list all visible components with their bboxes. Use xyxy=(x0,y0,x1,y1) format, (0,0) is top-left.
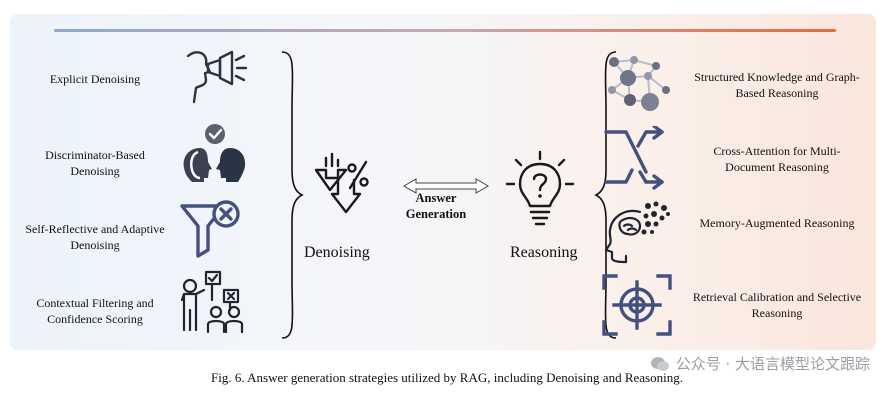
right-item-retrieval-calibration: Retrieval Calibration and Selective Reas… xyxy=(600,272,862,338)
denoising-arrow-percent-icon xyxy=(314,152,369,214)
right-item-cross-attention: Cross-Attention for Multi-Document Reaso… xyxy=(600,126,860,192)
left-item-label: Contextual Filtering and Confidence Scor… xyxy=(36,296,154,326)
answer-label-line1: Answer xyxy=(415,191,457,205)
brain-head-icon xyxy=(604,201,670,264)
wechat-icon xyxy=(650,356,669,371)
left-item-label: Discriminator-Based Denoising xyxy=(45,148,145,178)
right-item-memory-augmented: Memory-Augmented Reasoning xyxy=(600,198,860,264)
left-item-self-reflective-denoising: Self-Reflective and Adaptive Denoising xyxy=(20,196,250,262)
reasoning-title: Reasoning xyxy=(510,244,578,261)
right-item-label: Memory-Augmented Reasoning xyxy=(699,216,855,230)
watermark-text: 公众号 · 大语言模型论文跟踪 xyxy=(675,355,870,373)
right-item-label: Retrieval Calibration and Selective Reas… xyxy=(692,290,862,320)
two-heads-check-icon xyxy=(183,124,246,182)
double-headed-arrow-icon xyxy=(403,178,489,194)
right-item-structured-knowledge: Structured Knowledge and Graph-Based Rea… xyxy=(600,52,860,118)
watermark: 公众号 · 大语言模型论文跟踪 xyxy=(645,353,874,374)
lightbulb-question-icon xyxy=(505,150,575,226)
left-item-discriminator-denoising: Discriminator-Based Denoising xyxy=(20,122,250,188)
filter-x-icon xyxy=(180,200,240,258)
right-item-label: Cross-Attention for Multi-Document Reaso… xyxy=(713,144,841,174)
left-item-contextual-filtering: Contextual Filtering and Confidence Scor… xyxy=(20,270,250,336)
megaphone-head-icon xyxy=(186,50,248,104)
left-item-explicit-denoising: Explicit Denoising xyxy=(20,46,250,112)
figure-caption: Fig. 6. Answer generation strategies uti… xyxy=(211,370,683,385)
top-gradient-rule xyxy=(54,29,836,32)
right-item-label: Structured Knowledge and Graph-Based Rea… xyxy=(694,70,860,100)
denoising-title: Denoising xyxy=(304,244,370,261)
left-item-label: Self-Reflective and Adaptive Denoising xyxy=(25,222,165,252)
target-frame-icon xyxy=(602,274,672,336)
cross-arrows-icon xyxy=(604,126,664,190)
answer-label-line2: Generation xyxy=(405,207,467,221)
presenter-checklist-icon xyxy=(180,270,244,334)
right-curly-brace xyxy=(594,51,617,339)
left-item-label: Explicit Denoising xyxy=(49,72,141,86)
answer-generation-label: Answer Generation xyxy=(388,190,484,222)
figure-panel xyxy=(10,14,876,350)
left-curly-brace xyxy=(281,51,304,339)
knowledge-graph-icon xyxy=(608,56,670,111)
